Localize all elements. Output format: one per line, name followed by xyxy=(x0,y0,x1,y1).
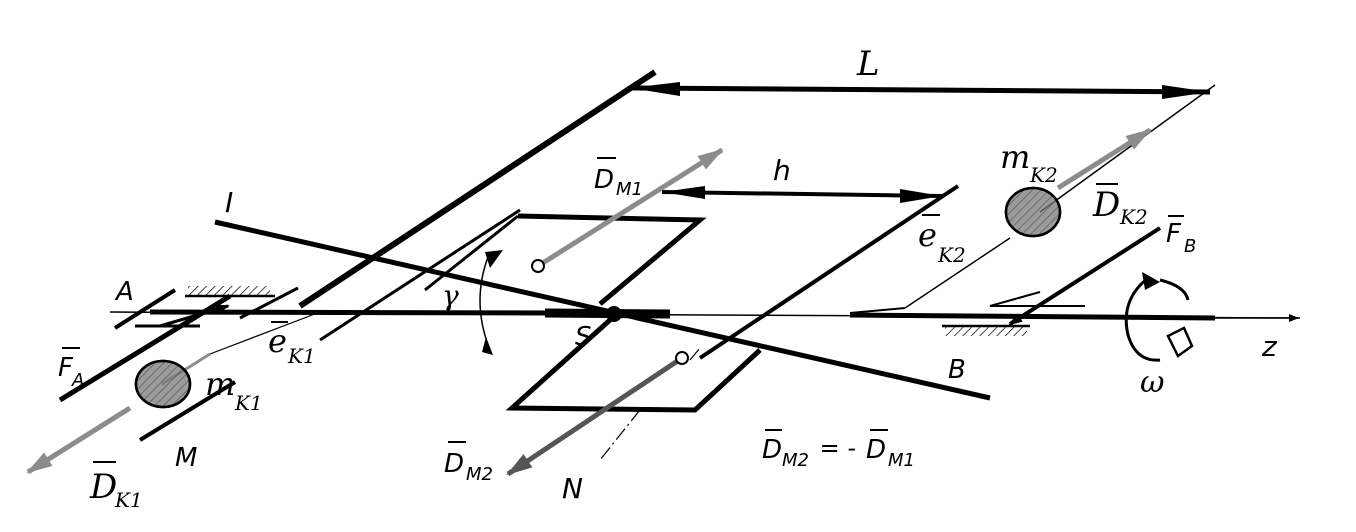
label-omega: ω xyxy=(1140,365,1164,400)
principal-axis-line xyxy=(214,219,991,401)
label-S: S xyxy=(575,322,592,352)
mass-K1 xyxy=(26,311,321,475)
bearing-A xyxy=(58,286,299,442)
label-FA: F A xyxy=(58,347,84,391)
mass-K2 xyxy=(1004,127,1152,238)
label-I: I xyxy=(225,186,233,219)
equation-rhs-sub: M1 xyxy=(888,450,915,471)
vector-DM1 xyxy=(531,147,724,273)
label-DM2-main: D xyxy=(444,449,464,479)
shaft-axis xyxy=(109,308,1301,322)
equation-lhs: D xyxy=(762,435,782,465)
equation-lhs-sub: M2 xyxy=(782,450,809,471)
label-mK2: m K2 xyxy=(1000,138,1058,187)
label-mK2-sub: K2 xyxy=(1029,163,1058,187)
label-DK1: D K1 xyxy=(89,461,143,512)
label-DM1-sub: M1 xyxy=(616,179,643,200)
label-eK2-sub: K2 xyxy=(937,243,966,267)
label-FA-main: F xyxy=(58,353,74,383)
central-frame-upper xyxy=(424,213,707,306)
dimension-h xyxy=(661,186,943,203)
label-FA-sub: A xyxy=(71,370,84,391)
vector-DM2 xyxy=(506,351,689,477)
label-eK2: e K2 xyxy=(918,214,966,267)
label-DK2-sub: K2 xyxy=(1119,205,1148,229)
label-eK2-main: e xyxy=(918,216,937,254)
label-FB-main: F xyxy=(1166,219,1182,249)
label-B: B xyxy=(948,355,966,385)
construction-lines xyxy=(599,347,701,461)
label-DM2: D M2 xyxy=(444,441,493,485)
label-FB: F B xyxy=(1166,215,1196,257)
bearing-B xyxy=(942,226,1162,336)
label-DK1-main: D xyxy=(89,467,117,507)
label-DM1-main: D xyxy=(594,165,614,195)
label-DK2: D K2 xyxy=(1092,183,1148,229)
label-mK1: m K1 xyxy=(205,365,263,415)
label-DM1: D M1 xyxy=(594,157,643,200)
label-z: z xyxy=(1261,330,1278,363)
label-eK1-main: e xyxy=(268,322,287,360)
label-N: N xyxy=(562,472,583,505)
label-M: M xyxy=(175,443,197,473)
dimension-L xyxy=(629,82,1211,99)
equation-rhs: D xyxy=(866,435,886,465)
label-mK1-sub: K1 xyxy=(234,391,263,415)
label-h: h xyxy=(773,154,791,187)
equation-DM2-DM1: D M2 = - D M1 xyxy=(762,429,915,471)
angle-gamma xyxy=(479,250,503,355)
label-eK1-sub: K1 xyxy=(287,344,316,368)
label-DK1-sub: K1 xyxy=(114,488,143,512)
label-eK1: e K1 xyxy=(268,321,316,368)
center-of-mass-S xyxy=(606,306,622,322)
label-gamma: γ xyxy=(442,279,459,312)
label-mK2-main: m xyxy=(1000,138,1030,176)
label-L: L xyxy=(856,44,880,84)
central-frame-lower xyxy=(505,318,762,413)
equation-mid: = - xyxy=(812,434,864,462)
left-correction-plane xyxy=(298,69,657,342)
label-FB-sub: B xyxy=(1184,236,1196,257)
label-DK2-main: D xyxy=(1092,185,1120,225)
label-DM2-sub: M2 xyxy=(466,464,493,485)
label-A: A xyxy=(114,277,134,307)
rotation-icon xyxy=(1124,272,1194,362)
